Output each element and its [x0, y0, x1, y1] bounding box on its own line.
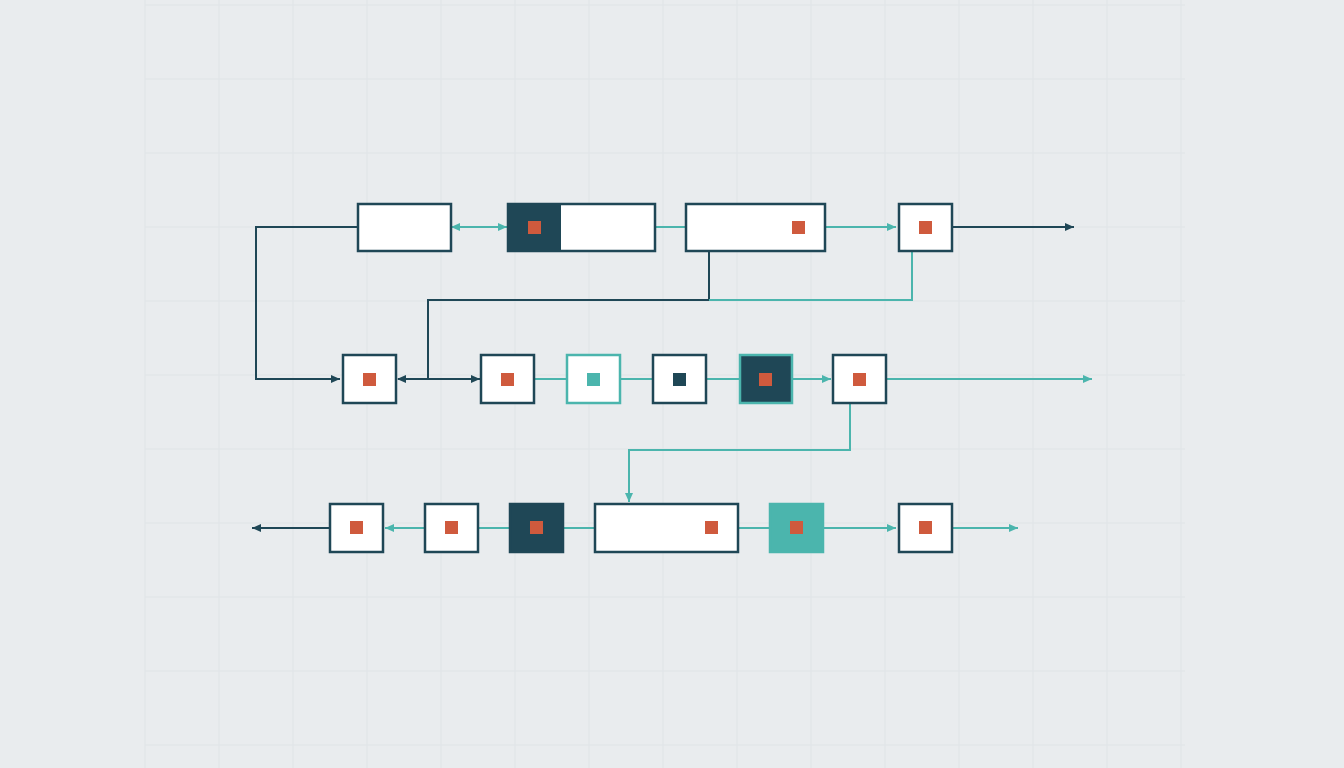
node-r3-a [328, 502, 385, 554]
node-marker [528, 221, 541, 234]
node-r3-f [897, 502, 954, 554]
node-marker [673, 373, 686, 386]
node-r2-a [341, 353, 398, 405]
node-marker [853, 373, 866, 386]
node-marker [363, 373, 376, 386]
node-marker [350, 521, 363, 534]
node-marker [705, 521, 718, 534]
node-marker [792, 221, 805, 234]
node-r2-c [565, 353, 622, 405]
node-marker [919, 221, 932, 234]
node-marker [919, 521, 932, 534]
node-r2-e [738, 353, 794, 405]
connectors [252, 223, 1092, 532]
node-r2-b [479, 353, 536, 405]
node-r2-f [831, 353, 888, 405]
node-r1-a [356, 202, 453, 253]
connector-r1c-down [427, 251, 710, 379]
node-r3-d [593, 502, 740, 554]
connector-r1d-down [709, 251, 913, 301]
node-r1-d [897, 202, 954, 253]
node-marker [790, 521, 803, 534]
node-marker [530, 521, 543, 534]
node-r3-b [423, 502, 480, 554]
node-marker [501, 373, 514, 386]
node-marker [445, 521, 458, 534]
node-r1-c [684, 202, 827, 253]
node-r3-c [508, 502, 565, 554]
nodes [328, 202, 954, 554]
node-r2-d [651, 353, 708, 405]
node-marker [759, 373, 772, 386]
node-r3-e [768, 502, 825, 554]
background-grid [144, 0, 1185, 768]
node-marker [587, 373, 600, 386]
connector-r2f-down [625, 404, 851, 502]
node-r1-b [506, 202, 657, 253]
connector-r1-loop-left [255, 226, 358, 383]
